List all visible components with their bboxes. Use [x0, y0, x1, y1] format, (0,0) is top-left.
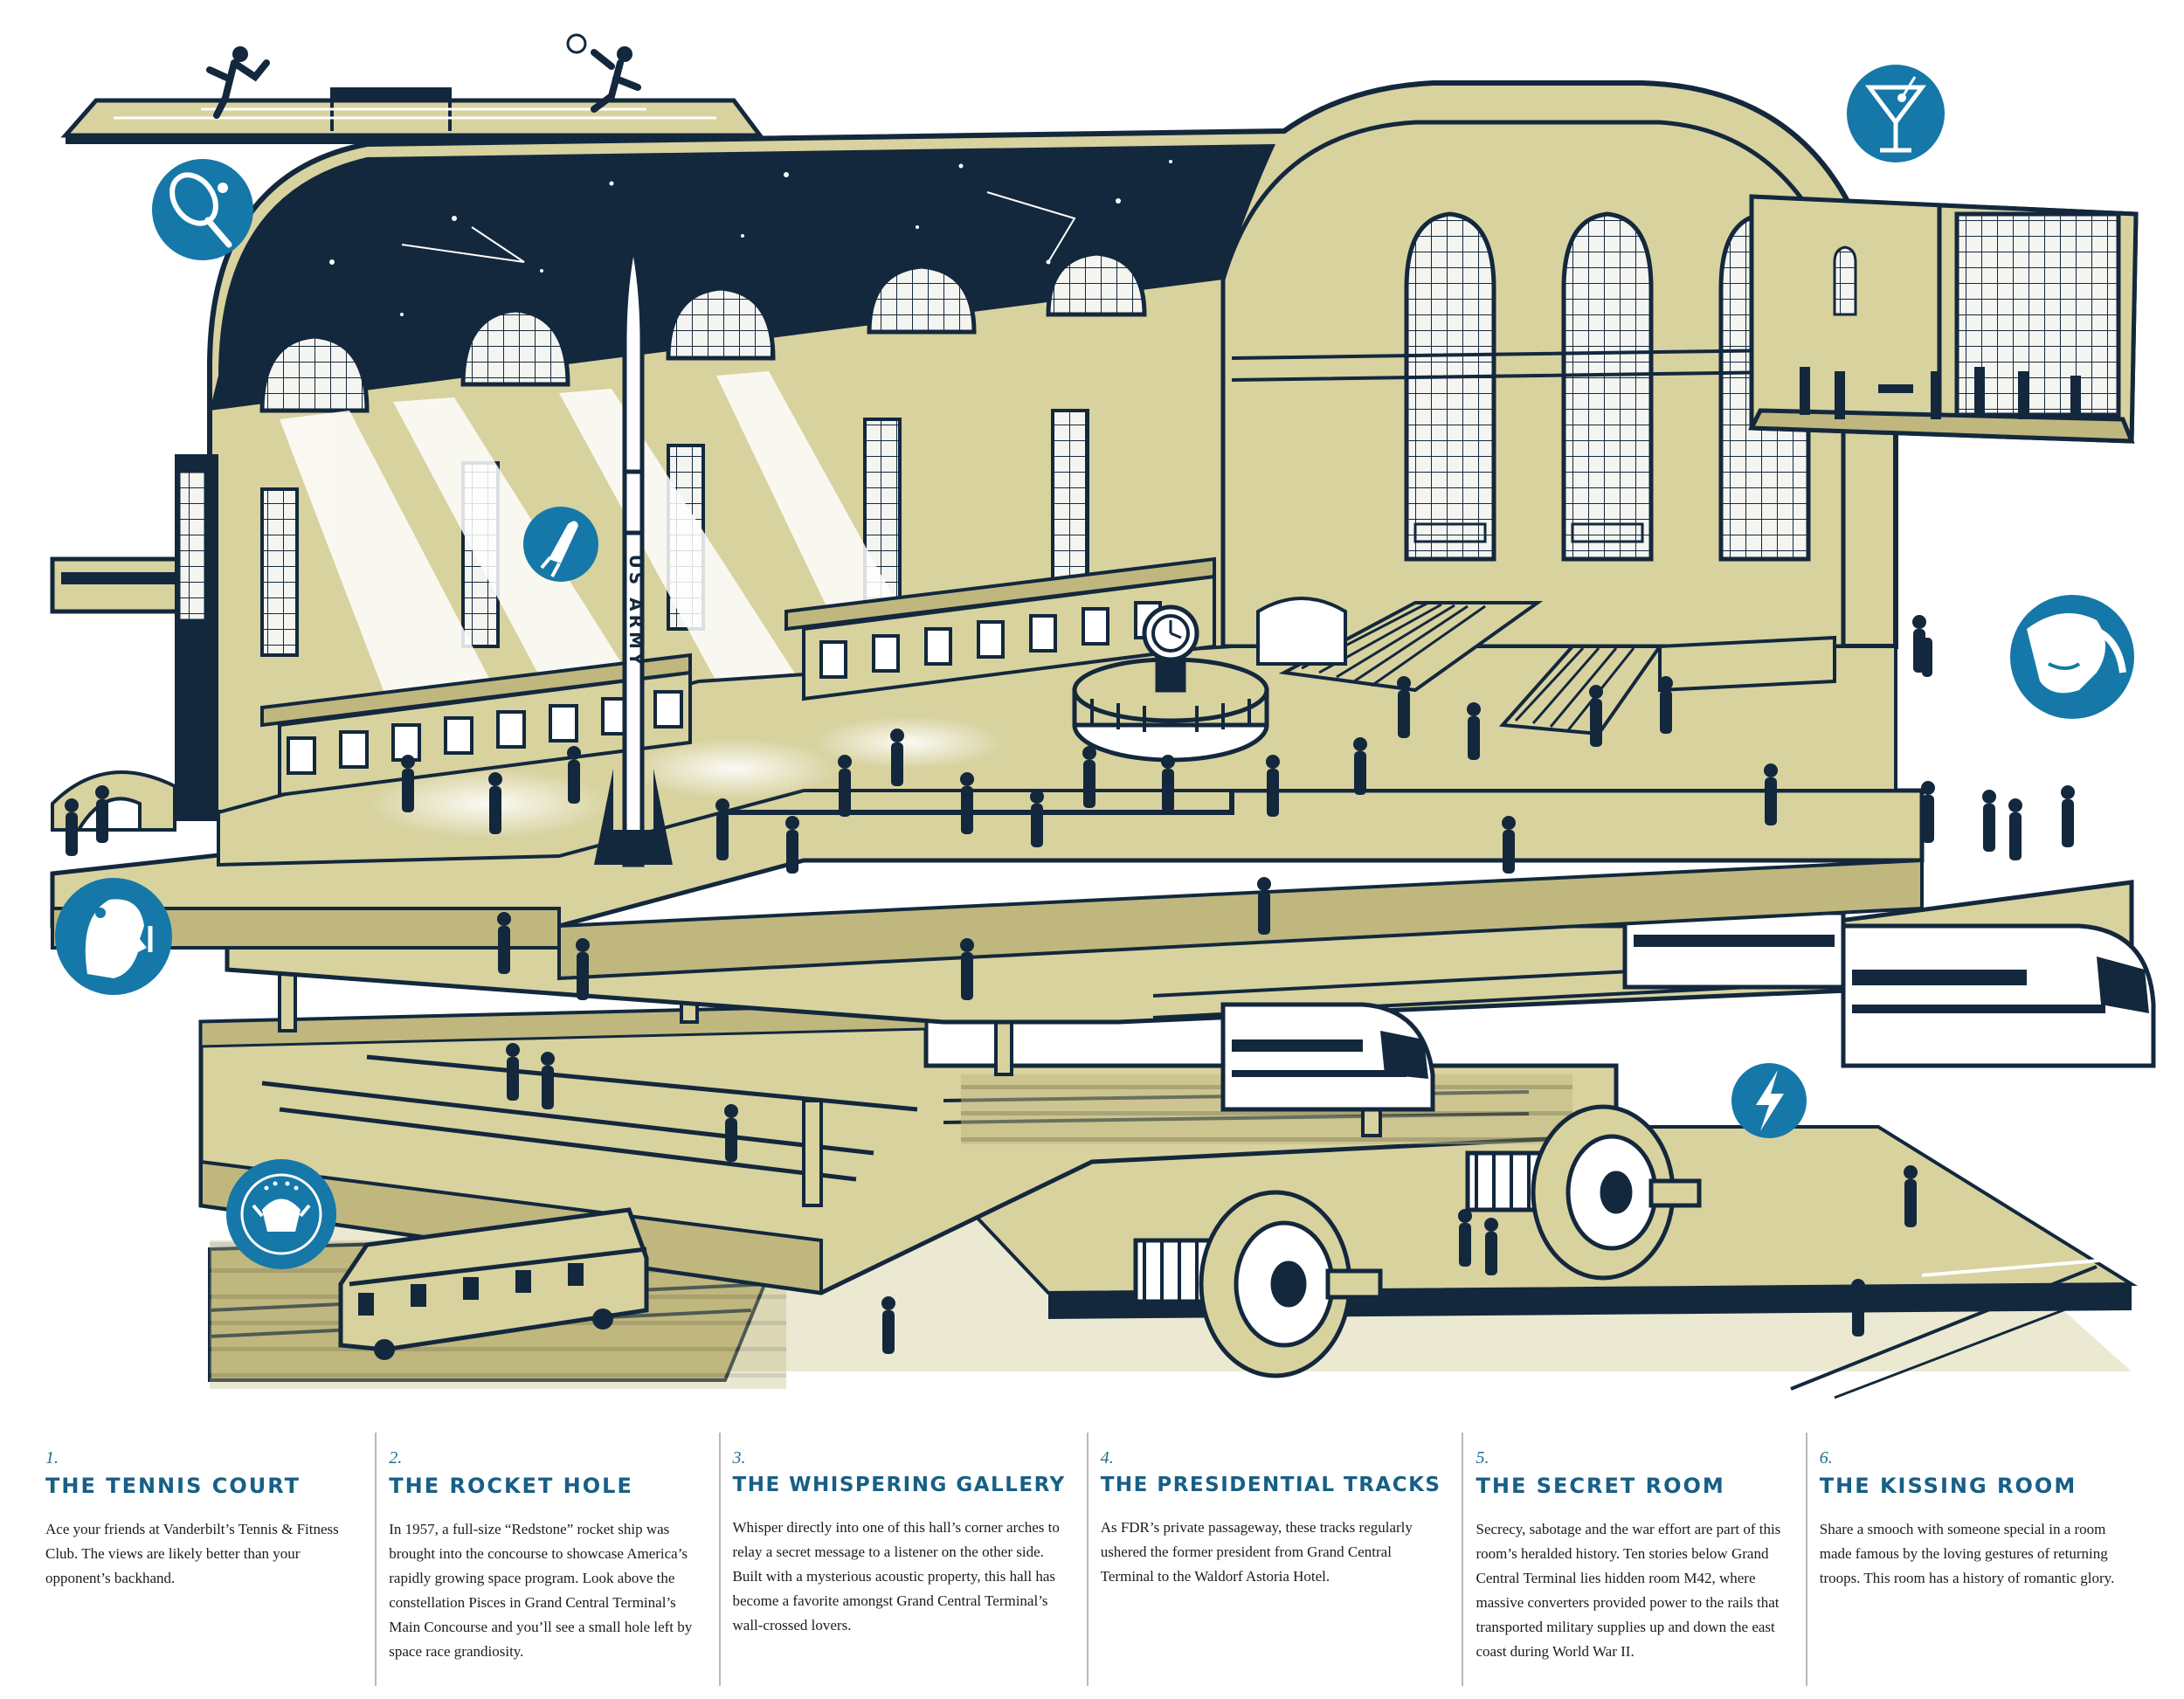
- converter-left: [1133, 1190, 1383, 1378]
- martini-glass-icon: [1847, 65, 1945, 162]
- redstone-rocket: US ARMY: [594, 244, 673, 867]
- whispering-gallery-arches: [51, 770, 176, 832]
- train-car-left-edge: [50, 556, 186, 614]
- presidential-seal-icon: [226, 1159, 336, 1269]
- rocket-label: US ARMY: [625, 555, 646, 669]
- caption-title: THE ROCKET HOLE: [389, 1474, 633, 1498]
- caption-body: Secrecy, sabotage and the war effort are…: [1476, 1521, 1781, 1660]
- feature-captions: 1. THE TENNIS COURT Ace your friends at …: [35, 1433, 2149, 1686]
- feature-badges: [55, 65, 2134, 1269]
- caption-whispering-gallery: 3. THE WHISPERING GALLERY Whisper direct…: [718, 1433, 1087, 1686]
- caption-title: THE PRESIDENTIAL TRACKS: [1100, 1474, 1441, 1496]
- rocket-icon: [523, 507, 598, 582]
- caption-number: 1.: [45, 1448, 59, 1468]
- lightning-bolt-icon: [1731, 1063, 1807, 1138]
- caption-title: THE TENNIS COURT: [45, 1474, 301, 1498]
- whisper-profile-icon: [55, 878, 172, 995]
- grand-arched-windows: [1404, 211, 1811, 562]
- caption-number: 3.: [732, 1448, 746, 1468]
- trains: [50, 556, 2156, 1360]
- commuter-train-middle: [1220, 1002, 1435, 1112]
- kissing-couple-icon: [2010, 595, 2134, 719]
- caption-presidential-tracks: 4. THE PRESIDENTIAL TRACKS As FDR’s priv…: [1086, 1433, 1462, 1686]
- grand-central-cutaway-illustration: US ARMY: [50, 33, 2156, 1399]
- caption-number: 2.: [389, 1448, 403, 1468]
- caption-tennis-court: 1. THE TENNIS COURT Ace your friends at …: [35, 1433, 375, 1686]
- power-converters: [1133, 1104, 1702, 1378]
- caption-body: In 1957, a full-size “Redstone” rocket s…: [389, 1521, 693, 1660]
- presidential-train-car: [338, 1207, 649, 1360]
- grand-staircase: [1256, 597, 1836, 736]
- tennis-player-left: [232, 46, 248, 62]
- caption-number: 6.: [1819, 1448, 1833, 1468]
- caption-secret-room: 5. THE SECRET ROOM Secrecy, sabotage and…: [1462, 1433, 1805, 1686]
- secret-room-inset: [1748, 194, 2139, 444]
- caption-number: 4.: [1100, 1448, 1114, 1468]
- tennis-player-right: [617, 46, 632, 62]
- caption-body: As FDR’s private passageway, these track…: [1100, 1519, 1413, 1585]
- caption-body: Ace your friends at Vanderbilt’s Tennis …: [45, 1521, 339, 1586]
- caption-title: THE SECRET ROOM: [1476, 1474, 1725, 1498]
- lunette-arches: [259, 251, 1147, 413]
- caption-rocket-hole: 2. THE ROCKET HOLE In 1957, a full-size …: [375, 1433, 718, 1686]
- caption-body: Whisper directly into one of this hall’s…: [732, 1519, 1060, 1633]
- converter-right: [1465, 1104, 1702, 1281]
- tennis-court: [60, 33, 764, 144]
- caption-kissing-room: 6. THE KISSING ROOM Share a smooch with …: [1805, 1433, 2149, 1686]
- commuter-train-right: [1622, 910, 2156, 1068]
- caption-body: Share a smooch with someone special in a…: [1819, 1521, 2115, 1586]
- caption-number: 5.: [1476, 1448, 1489, 1468]
- crowd-silhouettes: [65, 615, 2075, 1354]
- tennis-racket-icon: [152, 159, 253, 260]
- main-concourse: US ARMY: [50, 80, 1925, 981]
- caption-title: THE WHISPERING GALLERY: [732, 1474, 1066, 1496]
- caption-title: THE KISSING ROOM: [1819, 1474, 2077, 1498]
- information-booth-clock: [1072, 604, 1269, 763]
